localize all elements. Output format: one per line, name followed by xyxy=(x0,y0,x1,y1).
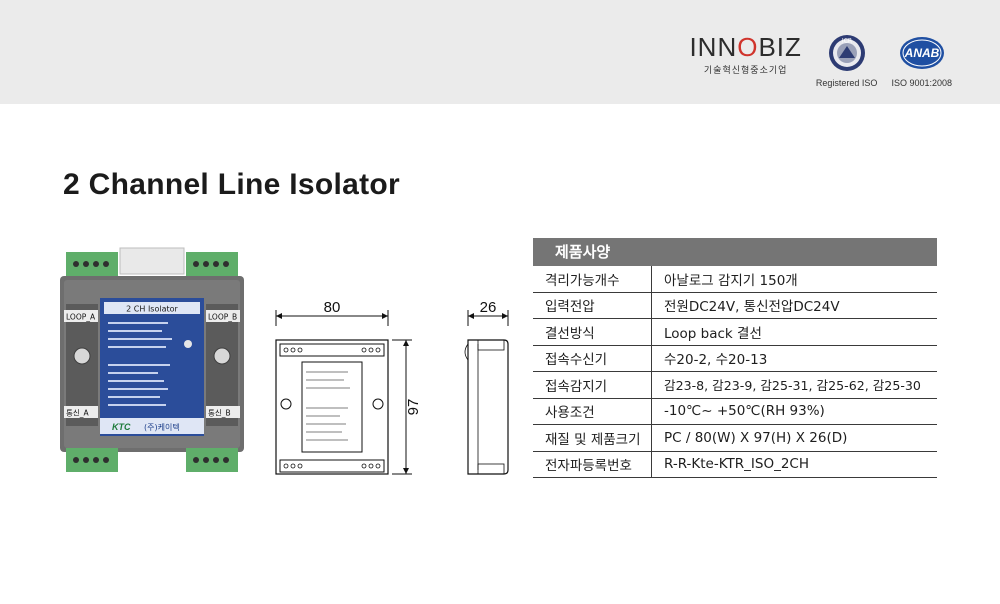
device-label-comm-a: 통신_A xyxy=(66,409,90,418)
device-label-comm-b: 통신_B xyxy=(208,409,231,418)
spec-value: -10℃~ +50℃(RH 93%) xyxy=(664,403,825,420)
innobiz-logo: INNOBIZ 기술혁신형중소기업 xyxy=(689,32,802,76)
spec-row: 입력전압 전원DC24V, 통신전압DC24V xyxy=(533,292,937,319)
spec-row: 결선방식 Loop back 결선 xyxy=(533,319,937,346)
device-photo: 2 CH Isolator LOOP_A LOOP_B 통신_A 통신_B KT… xyxy=(60,247,244,472)
anab-caption: ISO 9001:2008 xyxy=(891,78,952,88)
page-title: 2 Channel Line Isolator xyxy=(63,168,400,201)
spec-value: 수20-2, 수20-13 xyxy=(664,352,768,369)
dimension-height: 97 xyxy=(405,399,422,416)
certification-logos: INNOBIZ 기술혁신형중소기업 ICR Registered ISO ANA… xyxy=(689,34,952,88)
anab-seal-icon: ANAB xyxy=(899,37,944,69)
device-panel-title: 2 CH Isolator xyxy=(126,305,178,314)
spec-row: 접속수신기 수20-2, 수20-13 xyxy=(533,345,937,372)
spec-key: 전자파등록번호 xyxy=(533,451,652,477)
innobiz-subtitle: 기술혁신형중소기업 xyxy=(703,66,788,76)
dimension-width: 80 xyxy=(324,300,341,316)
led-indicator xyxy=(184,340,192,348)
device-label-panel xyxy=(100,298,204,436)
icr-caption: Registered ISO xyxy=(815,78,878,88)
front-dimension-drawing: 80 97 xyxy=(275,300,422,475)
device-brand: KTC xyxy=(112,422,131,432)
anab-seal: ANAB ISO 9001:2008 xyxy=(891,34,952,88)
spec-table: 제품사양 격리가능개수 아날로그 감지기 150개 입력전압 전원DC24V, … xyxy=(533,238,937,478)
spec-value: 전원DC24V, 통신전압DC24V xyxy=(664,299,840,316)
spec-row: 재질 및 제품크기 PC / 80(W) X 97(H) X 26(D) xyxy=(533,425,937,452)
spec-value: PC / 80(W) X 97(H) X 26(D) xyxy=(664,429,848,446)
spec-key: 접속감지기 xyxy=(533,372,652,398)
icr-seal: ICR Registered ISO xyxy=(815,34,878,88)
spec-value: 감23-8, 감23-9, 감25-31, 감25-62, 감25-30 xyxy=(664,378,921,394)
spec-row: 격리가능개수 아날로그 감지기 150개 xyxy=(533,266,937,293)
device-brand-kr: (주)케이텍 xyxy=(144,422,180,432)
spec-key: 입력전압 xyxy=(533,292,652,318)
icr-seal-icon: ICR xyxy=(828,35,865,71)
screw-left xyxy=(73,347,91,365)
spec-key: 재질 및 제품크기 xyxy=(533,425,652,451)
spec-row: 사용조건 -10℃~ +50℃(RH 93%) xyxy=(533,398,937,425)
svg-text:ANAB: ANAB xyxy=(903,46,939,60)
spec-key: 격리가능개수 xyxy=(533,266,652,292)
spec-value: 아날로그 감지기 150개 xyxy=(664,272,798,289)
spec-value: Loop back 결선 xyxy=(664,325,762,342)
device-label-loop-a: LOOP_A xyxy=(66,313,96,322)
spec-key: 접속수신기 xyxy=(533,345,652,371)
svg-text:ICR: ICR xyxy=(842,38,852,45)
spec-table-title: 제품사양 xyxy=(533,238,937,266)
dimension-depth: 26 xyxy=(480,300,497,316)
spec-value: R-R-Kte-KTR_ISO_2CH xyxy=(664,456,810,473)
spec-row: 접속감지기 감23-8, 감23-9, 감25-31, 감25-62, 감25-… xyxy=(533,372,937,399)
device-label-loop-b: LOOP_B xyxy=(208,313,237,322)
screw-right xyxy=(213,347,231,365)
spec-key: 결선방식 xyxy=(533,319,652,345)
spec-key: 사용조건 xyxy=(533,398,652,424)
spec-row: 전자파등록번호 R-R-Kte-KTR_ISO_2CH xyxy=(533,451,937,478)
side-dimension-drawing: 26 xyxy=(464,300,509,475)
